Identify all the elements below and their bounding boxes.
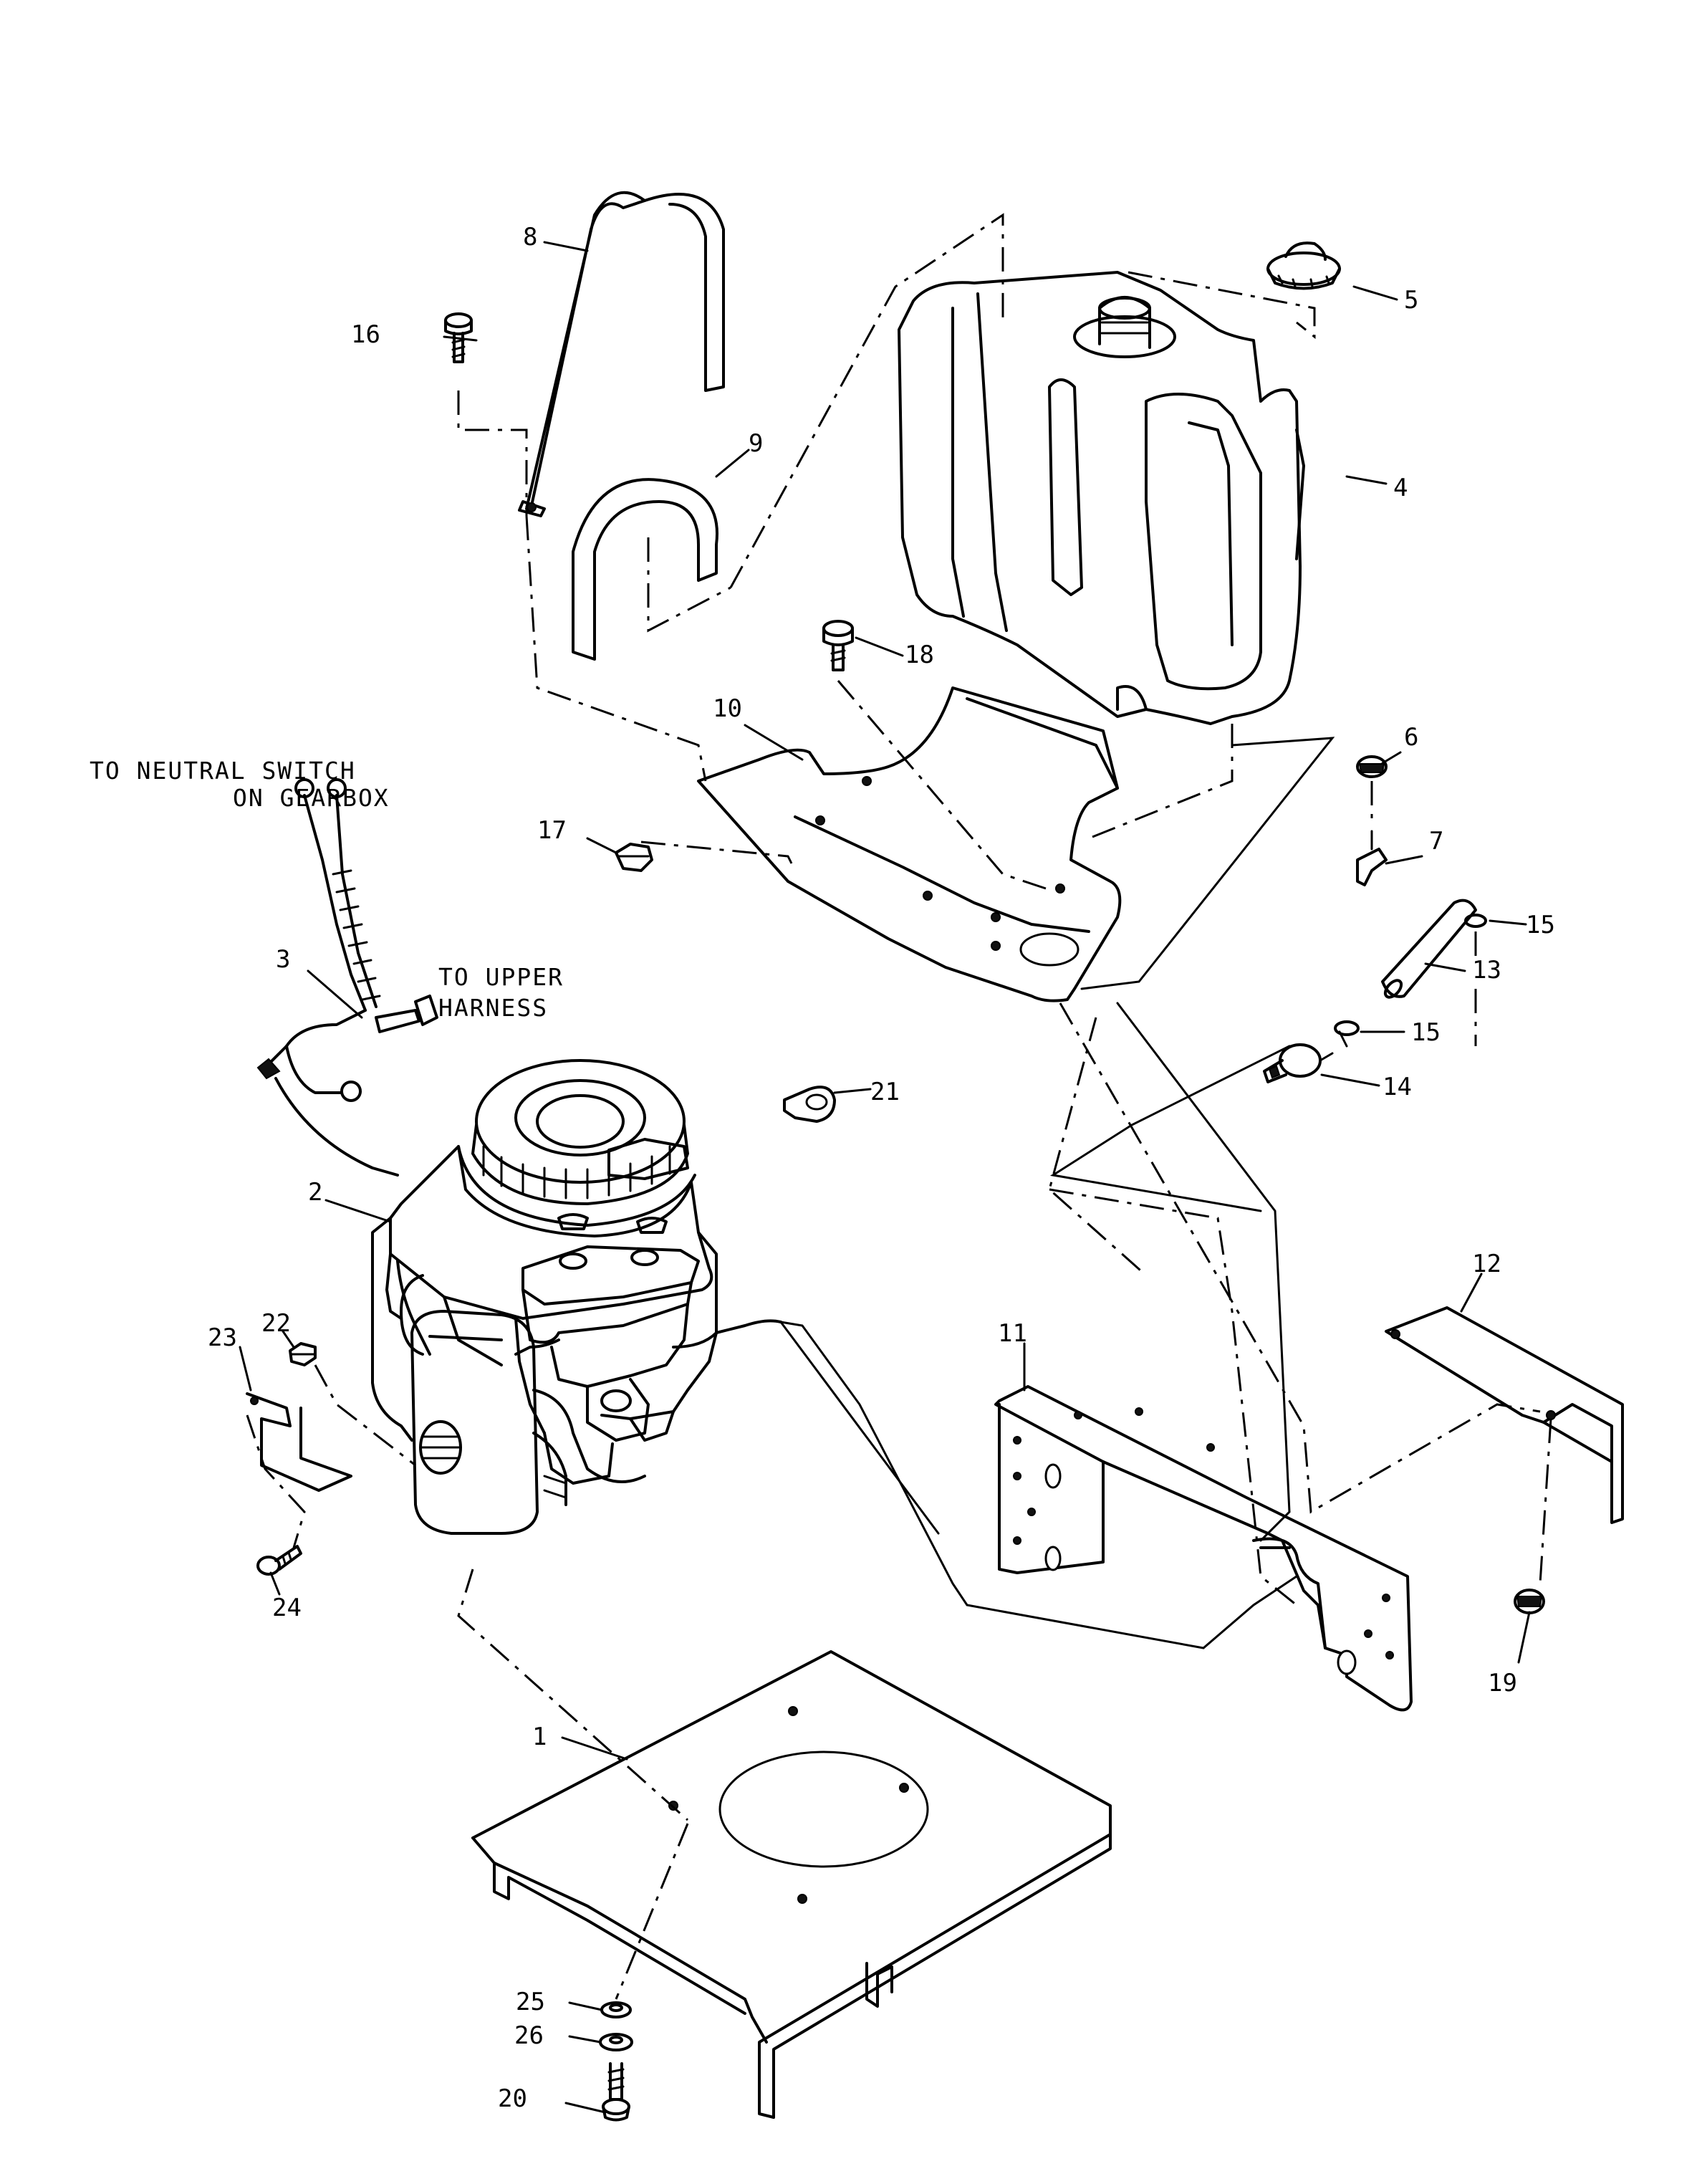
callout-21: 21 xyxy=(870,1078,900,1106)
callout-18: 18 xyxy=(905,641,934,669)
fuel-tank-part-4 xyxy=(898,271,1305,725)
tank-support-part-10 xyxy=(697,686,1122,1002)
bracket-part-12 xyxy=(1385,1306,1624,1524)
callout-19: 19 xyxy=(1488,1669,1517,1697)
hose-clamp-part-15-upper xyxy=(1464,914,1487,928)
callout-20: 20 xyxy=(498,2084,527,2113)
clamp-part-7 xyxy=(1356,830,1388,886)
note-neutral-line1: TO NEUTRAL SWITCH xyxy=(90,757,356,785)
fuel-filter-part-14 xyxy=(1263,1043,1334,1083)
callout-15-upper: 15 xyxy=(1526,911,1555,939)
note-neutral-line2: ON GEARBOX xyxy=(233,784,390,812)
washer-part-25 xyxy=(600,2001,632,2018)
callout-7: 7 xyxy=(1429,827,1443,856)
nut-part-17 xyxy=(615,843,653,872)
callout-15-lower: 15 xyxy=(1411,1018,1441,1047)
note-upper-harness: TO UPPER HARNESS xyxy=(438,963,564,1022)
callout-25: 25 xyxy=(516,1988,545,2016)
callout-8: 8 xyxy=(523,223,537,252)
engine-mount-part-1 xyxy=(471,1650,1112,2119)
callout-4: 4 xyxy=(1393,474,1408,502)
fuel-line-part-13 xyxy=(1381,899,1477,999)
tank-strap-part-8 xyxy=(518,191,725,517)
bolt-part-20 xyxy=(602,2062,630,2122)
callout-6: 6 xyxy=(1404,723,1418,752)
cable-clamp-part-21 xyxy=(783,1086,836,1123)
washer-part-26 xyxy=(599,2033,633,2051)
note-upper-line1: TO UPPER xyxy=(438,963,564,991)
bracket-part-11 xyxy=(994,1385,1413,1712)
bolt-part-16 xyxy=(444,312,473,363)
bracket-part-23 xyxy=(246,1392,352,1492)
callout-14: 14 xyxy=(1383,1073,1412,1101)
callout-12: 12 xyxy=(1472,1250,1501,1278)
hose-clamp-part-15-lower xyxy=(1334,1020,1360,1048)
callout-2: 2 xyxy=(308,1178,322,1207)
nut-part-6 xyxy=(1356,755,1388,778)
callout-22: 22 xyxy=(261,1309,291,1338)
nut-part-19 xyxy=(1514,1589,1545,1614)
callout-16: 16 xyxy=(351,320,380,349)
assembly-lines xyxy=(246,213,1552,2000)
engine-part-2 xyxy=(371,1059,782,1535)
callout-3: 3 xyxy=(276,945,290,974)
routing-lines xyxy=(779,737,1335,1649)
note-upper-line2: HARNESS xyxy=(438,994,548,1022)
bolt-part-24 xyxy=(256,1545,302,1576)
callout-numbers: 8 16 9 5 4 18 10 17 6 7 15 13 15 14 21 3… xyxy=(208,223,1555,2113)
nut-part-22 xyxy=(289,1342,317,1366)
callout-9: 9 xyxy=(749,429,763,458)
note-neutral-switch: TO NEUTRAL SWITCH ON GEARBOX xyxy=(90,757,390,812)
callout-24: 24 xyxy=(272,1594,302,1622)
wiring-harness-part-3 xyxy=(256,778,438,1177)
bolt-part-18 xyxy=(822,620,854,671)
fuel-cap-part-5 xyxy=(1266,241,1341,290)
callout-5: 5 xyxy=(1404,286,1418,315)
callout-26: 26 xyxy=(514,2021,544,2050)
callout-13: 13 xyxy=(1472,956,1501,985)
callout-17: 17 xyxy=(537,816,567,845)
callout-leaders xyxy=(239,241,1531,2114)
callout-1: 1 xyxy=(532,1723,547,1751)
callout-10: 10 xyxy=(713,694,742,723)
tank-strap-part-9 xyxy=(572,478,718,661)
callout-11: 11 xyxy=(998,1319,1027,1348)
callout-23: 23 xyxy=(208,1323,237,1352)
